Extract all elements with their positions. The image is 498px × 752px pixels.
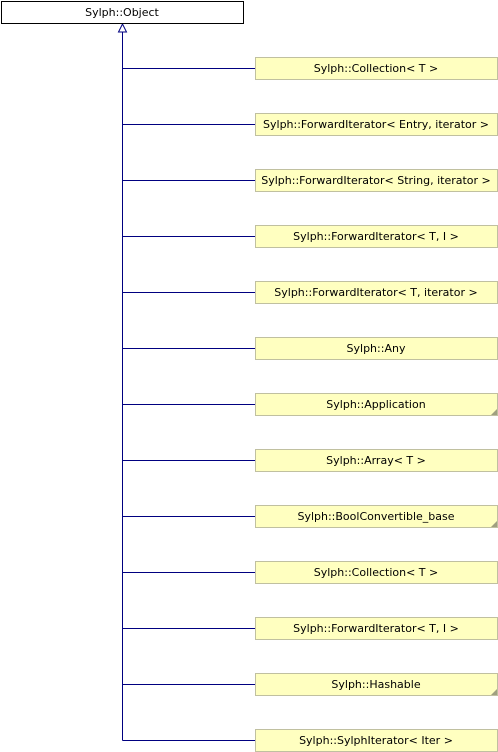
derived-class-node[interactable]: Sylph::ForwardIterator< T, I >: [255, 617, 498, 640]
derived-class-label: Sylph::ForwardIterator< T, I >: [293, 622, 459, 635]
more-subclasses-corner-icon: [491, 521, 497, 527]
derived-class-label: Sylph::ForwardIterator< String, iterator…: [261, 174, 491, 187]
derived-class-label: Sylph::ForwardIterator< Entry, iterator …: [263, 118, 489, 131]
derived-class-node[interactable]: Sylph::Hashable: [255, 673, 498, 696]
derived-class-label: Sylph::Array< T >: [326, 454, 426, 467]
derived-class-node[interactable]: Sylph::SylphIterator< Iter >: [255, 729, 498, 752]
derived-class-label: Sylph::Application: [326, 398, 425, 411]
root-class-node[interactable]: Sylph::Object: [1, 1, 244, 24]
root-class-box: [1, 1, 244, 24]
derived-class-label: Sylph::ForwardIterator< T, I >: [293, 230, 459, 243]
derived-class-node[interactable]: Sylph::ForwardIterator< Entry, iterator …: [255, 113, 498, 136]
derived-class-label: Sylph::BoolConvertible_base: [297, 510, 454, 523]
more-subclasses-corner-icon: [491, 409, 497, 415]
derived-class-node[interactable]: Sylph::ForwardIterator< T, I >: [255, 225, 498, 248]
derived-class-node[interactable]: Sylph::Array< T >: [255, 449, 498, 472]
derived-class-node[interactable]: Sylph::BoolConvertible_base: [255, 505, 498, 528]
derived-class-node[interactable]: Sylph::ForwardIterator< T, iterator >: [255, 281, 498, 304]
derived-class-label: Sylph::Collection< T >: [314, 566, 438, 579]
derived-class-node[interactable]: Sylph::Collection< T >: [255, 561, 498, 584]
derived-class-node[interactable]: Sylph::ForwardIterator< String, iterator…: [255, 169, 498, 192]
derived-class-label: Sylph::Hashable: [331, 678, 420, 691]
derived-class-node[interactable]: Sylph::Application: [255, 393, 498, 416]
derived-class-label: Sylph::SylphIterator< Iter >: [299, 734, 453, 747]
inheritance-edges: [117, 22, 255, 741]
derived-class-node[interactable]: Sylph::Any: [255, 337, 498, 360]
derived-class-nodes: Sylph::Collection< T >Sylph::ForwardIter…: [255, 57, 498, 752]
root-class-label: Sylph::Object: [85, 6, 159, 19]
derived-class-label: Sylph::Any: [347, 342, 406, 355]
inheritance-arrowhead: [117, 22, 128, 33]
more-subclasses-corner-icon: [491, 689, 497, 695]
derived-class-label: Sylph::Collection< T >: [314, 62, 438, 75]
derived-class-label: Sylph::ForwardIterator< T, iterator >: [274, 286, 477, 299]
derived-class-node[interactable]: Sylph::Collection< T >: [255, 57, 498, 80]
